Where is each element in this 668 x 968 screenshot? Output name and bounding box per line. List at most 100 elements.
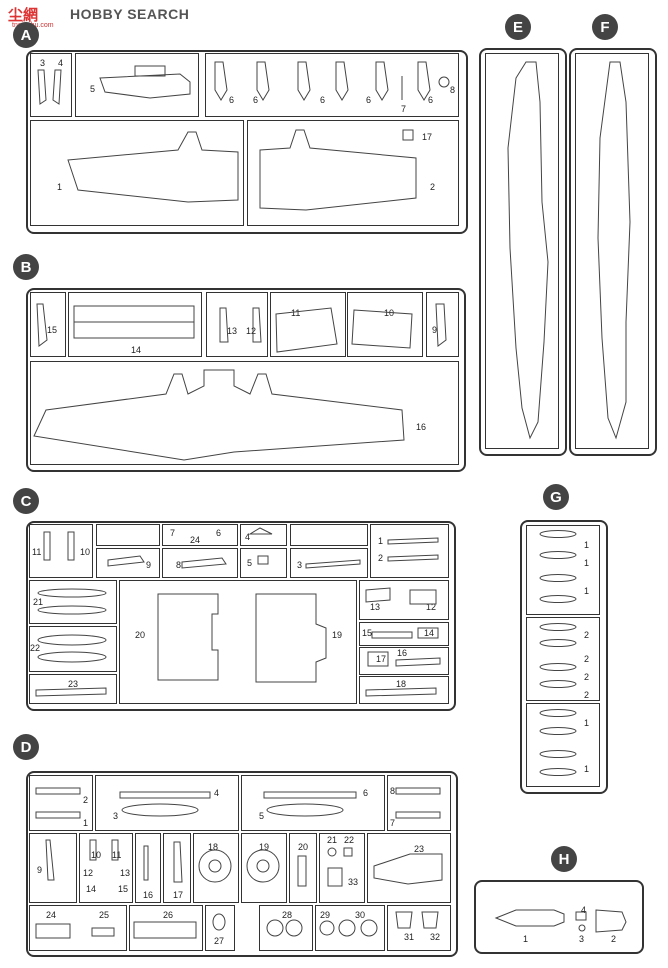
part-num-g1b: 1: [584, 558, 590, 568]
part-num-c16: 16: [397, 648, 408, 658]
sprue-d-cell-4-3: [95, 775, 239, 831]
part-num-d15: 15: [118, 884, 129, 894]
part-num-c9: 9: [146, 560, 152, 570]
sprue-g-cell-3: [526, 703, 600, 787]
part-num-d17: 17: [173, 890, 184, 900]
part-num-g2a: 2: [584, 630, 590, 640]
sprue-a-cell-5: [75, 53, 199, 117]
part-num-a2: 2: [430, 182, 436, 192]
sprue-c-cell-1-2: [370, 524, 449, 578]
part-num-g1a: 1: [584, 540, 590, 550]
part-num-h3: 3: [579, 934, 585, 944]
part-num-c3: 3: [297, 560, 303, 570]
part-num-g1d: 1: [584, 718, 590, 728]
part-num-c6: 6: [216, 528, 222, 538]
sprue-d-cell-26: [129, 905, 203, 951]
part-num-c18: 18: [396, 679, 407, 689]
part-num-d21: 21: [327, 835, 338, 845]
sprue-b-cell-16: [30, 361, 459, 465]
part-num-a8: 8: [450, 85, 456, 95]
part-num-d33: 33: [348, 877, 359, 887]
sprue-c-cell-top-b: [290, 524, 368, 546]
part-num-d25: 25: [99, 910, 110, 920]
part-num-g2c: 2: [584, 672, 590, 682]
sprue-c-cell-11-10: [29, 524, 93, 578]
part-num-d8: 8: [390, 786, 396, 796]
part-num-d12: 12: [83, 868, 94, 878]
sprue-a-cell-3-4: [30, 53, 72, 117]
sprue-c-cell-3: [290, 548, 368, 578]
part-num-d24: 24: [46, 910, 57, 920]
part-num-b16: 16: [416, 422, 427, 432]
watermark-logo-chars: 尘網: [8, 7, 39, 24]
sprue-c-cell-4: [240, 524, 287, 546]
sprue-d-cell-8-7: [387, 775, 451, 831]
part-num-d28: 28: [282, 910, 293, 920]
part-num-c17: 17: [376, 654, 387, 664]
part-num-g2b: 2: [584, 654, 590, 664]
sprue-d-cell-27: [205, 905, 235, 951]
part-num-b10: 10: [384, 308, 395, 318]
part-num-d18: 18: [208, 842, 219, 852]
part-num-d27: 27: [214, 936, 225, 946]
part-num-d29: 29: [320, 910, 331, 920]
part-num-a3: 3: [40, 58, 46, 68]
part-num-d13: 13: [120, 868, 131, 878]
part-num-c7: 7: [170, 528, 176, 538]
part-num-d14: 14: [86, 884, 97, 894]
part-num-c22: 22: [30, 643, 41, 653]
sprue-c-cell-5: [240, 548, 287, 578]
sprue-d-cell-20: [289, 833, 317, 903]
part-num-d2: 2: [83, 795, 89, 805]
part-num-a1: 1: [57, 182, 63, 192]
part-num-d5: 5: [259, 811, 265, 821]
part-num-a6a: 6: [229, 95, 235, 105]
part-num-b14: 14: [131, 345, 142, 355]
sprue-d-cell-17: [163, 833, 191, 903]
part-num-g1c: 1: [584, 586, 590, 596]
part-num-a5: 5: [90, 84, 96, 94]
part-num-a6d: 6: [366, 95, 372, 105]
part-num-h2: 2: [611, 934, 617, 944]
sprue-g-cell-1: [526, 525, 600, 615]
part-num-c5: 5: [247, 558, 253, 568]
sprue-c-cell-top-a: [96, 524, 160, 546]
sprue-a-cell-6: [205, 53, 459, 117]
sprue-d-cell-12-15: [79, 833, 133, 903]
part-num-d23: 23: [414, 844, 425, 854]
part-num-c2: 2: [378, 553, 384, 563]
sprue-letter-g: G: [543, 484, 569, 510]
part-num-c19: 19: [332, 630, 343, 640]
sprue-a-cell-2: [247, 120, 459, 226]
sprue-letter-a: A: [13, 22, 39, 48]
part-num-c20: 20: [135, 630, 146, 640]
watermark-logo: 尘網: [8, 4, 38, 25]
part-num-h1: 1: [523, 934, 529, 944]
sprue-letter-d: D: [13, 734, 39, 760]
sprue-letter-e: E: [505, 14, 531, 40]
part-num-d32: 32: [430, 932, 441, 942]
part-num-d26: 26: [163, 910, 174, 920]
sprue-c-cell-20-19: [119, 580, 357, 704]
watermark-brand: HOBBY SEARCH: [70, 6, 190, 22]
sprue-b-cell-15: [30, 292, 66, 357]
part-num-c4: 4: [245, 532, 251, 542]
part-num-a7: 7: [401, 104, 407, 114]
part-num-a6b: 6: [253, 95, 259, 105]
sprue-c-cell-13-12: [359, 580, 449, 620]
part-num-d11: 11: [112, 850, 122, 860]
part-num-c15: 15: [362, 628, 373, 638]
part-num-d31: 31: [404, 932, 415, 942]
sprue-a-cell-1: [30, 120, 244, 226]
part-num-c1: 1: [378, 536, 384, 546]
part-num-c14: 14: [424, 628, 435, 638]
part-num-b13: 13: [227, 326, 238, 336]
part-num-a4: 4: [58, 58, 64, 68]
